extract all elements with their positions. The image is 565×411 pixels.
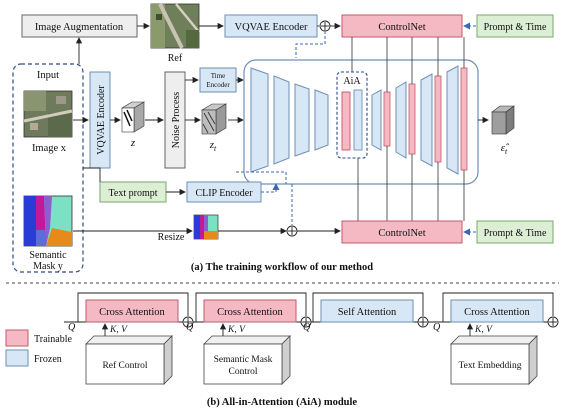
aia-trainable-bar bbox=[341, 91, 351, 151]
add-node-bottom bbox=[286, 225, 298, 237]
attention-block bbox=[450, 299, 544, 323]
arrow-clip-to-unet bbox=[261, 183, 280, 193]
legend-trainable-swatch bbox=[5, 329, 29, 347]
source-box-side bbox=[528, 335, 538, 385]
semantic-mask-label-1: Semantic bbox=[29, 250, 67, 261]
source-box bbox=[450, 343, 530, 385]
residual-path bbox=[77, 292, 189, 322]
attention-block-label: Cross Attention bbox=[464, 307, 530, 318]
attention-block-label: Self Attention bbox=[338, 307, 397, 318]
unet-decoder-layer-3 bbox=[420, 73, 433, 167]
ref-image bbox=[150, 3, 200, 49]
unet-decoder-layer-1 bbox=[371, 89, 382, 151]
attention-block-label: Cross Attention bbox=[217, 307, 283, 318]
residual-path bbox=[312, 292, 424, 322]
legend-trainable-label: Trainable bbox=[34, 334, 73, 345]
aia-frozen-bar bbox=[353, 89, 363, 151]
unet-encoder-layer-1 bbox=[250, 67, 269, 173]
input-label: Input bbox=[37, 70, 59, 81]
attention-block bbox=[85, 299, 179, 323]
q-label: Q bbox=[186, 322, 194, 333]
semantic-mask-image bbox=[23, 195, 73, 247]
source-box-top bbox=[85, 335, 173, 345]
epsilon-cube bbox=[491, 105, 515, 135]
add-node-top bbox=[319, 20, 331, 32]
attention-block-label: Cross Attention bbox=[99, 307, 165, 318]
time-encoder-box bbox=[199, 67, 237, 93]
controlnet-bottom-connections bbox=[357, 146, 465, 221]
attention-block bbox=[203, 299, 297, 323]
source-box-side bbox=[163, 335, 173, 385]
arrow-input-to-text-prompt bbox=[83, 167, 101, 182]
image-augmentation-label: Image Augmentation bbox=[35, 22, 124, 33]
time-dashed-link bbox=[236, 171, 287, 184]
kv-label: K, V bbox=[474, 325, 493, 335]
residual-path bbox=[195, 292, 307, 322]
decoder-trainable-1 bbox=[383, 91, 391, 147]
legend-frozen-label: Frozen bbox=[34, 354, 62, 365]
ref-label: Ref bbox=[168, 53, 183, 64]
source-box-side bbox=[281, 335, 291, 385]
source-box-top bbox=[450, 335, 538, 345]
zt-label: zt bbox=[209, 139, 217, 153]
resized-mask-image bbox=[193, 214, 219, 240]
z-label: z bbox=[130, 137, 136, 149]
controlnet-top-label: ControlNet bbox=[378, 22, 425, 33]
source-box bbox=[85, 343, 165, 385]
caption-b: (b) All-in-Attention (AiA) module bbox=[207, 397, 358, 408]
source-label-line1: Semantic Mask bbox=[214, 355, 273, 365]
source-label-line1: Text Embedding bbox=[459, 361, 522, 371]
caption-a: (a) The training workflow of our method bbox=[191, 262, 373, 273]
clip-encoder-label: CLIP Encoder bbox=[195, 188, 253, 199]
resize-label: Resize bbox=[158, 232, 185, 243]
attention-block bbox=[320, 299, 414, 323]
vqvae-encoder-top-label: VQVAE Encoder bbox=[235, 22, 309, 33]
controlnet-top-box bbox=[341, 14, 463, 38]
controlnet-bottom-box bbox=[341, 220, 463, 244]
decoder-trainable-4 bbox=[460, 67, 468, 171]
unet-decoder-layer-4 bbox=[446, 65, 459, 175]
source-label-line1: Ref Control bbox=[102, 360, 147, 371]
image-x bbox=[23, 90, 73, 138]
aia-label: AiA bbox=[343, 76, 361, 87]
prompt-time-bottom-box bbox=[476, 220, 554, 244]
image-x-label: Image x bbox=[32, 143, 67, 154]
q-label: Q bbox=[68, 322, 76, 333]
source-label-line2: Control bbox=[228, 367, 257, 377]
controlnet-top-connections bbox=[351, 37, 465, 92]
dashed-add-top-link bbox=[295, 31, 326, 58]
q-label: Q bbox=[303, 322, 311, 333]
zt-cube bbox=[200, 103, 228, 135]
prompt-time-top-label: Prompt & Time bbox=[484, 22, 547, 33]
noise-process-label: Noise Process bbox=[171, 92, 182, 148]
text-prompt-label: Text prompt bbox=[108, 188, 157, 199]
epsilon-label: ε̂t bbox=[501, 142, 510, 156]
residual-path bbox=[442, 292, 554, 322]
kv-label: K, V bbox=[227, 325, 246, 335]
unet-encoder-layer-3 bbox=[294, 83, 310, 157]
semantic-mask-label-2: Mask y bbox=[33, 261, 63, 272]
time-encoder-label-1: Time bbox=[211, 72, 226, 80]
unet-encoder-layer-2 bbox=[273, 75, 290, 165]
z-cube bbox=[120, 101, 146, 133]
source-box bbox=[203, 343, 283, 385]
time-encoder-label-2: Encoder bbox=[206, 81, 230, 89]
source-box-top bbox=[203, 335, 291, 345]
vqvae-encoder-vertical-label: VQVAE Encoder bbox=[96, 85, 107, 155]
prompt-time-bottom-label: Prompt & Time bbox=[484, 228, 547, 239]
q-label: Q bbox=[433, 322, 441, 333]
unet-decoder-layer-2 bbox=[395, 81, 407, 159]
decoder-trainable-2 bbox=[408, 83, 416, 155]
decoder-trainable-3 bbox=[434, 75, 442, 163]
controlnet-bottom-label: ControlNet bbox=[378, 228, 425, 239]
unet-encoder-layer-4 bbox=[314, 89, 329, 151]
prompt-time-top-box bbox=[476, 14, 554, 38]
legend-frozen-swatch bbox=[5, 349, 29, 367]
kv-label: K, V bbox=[109, 325, 128, 335]
